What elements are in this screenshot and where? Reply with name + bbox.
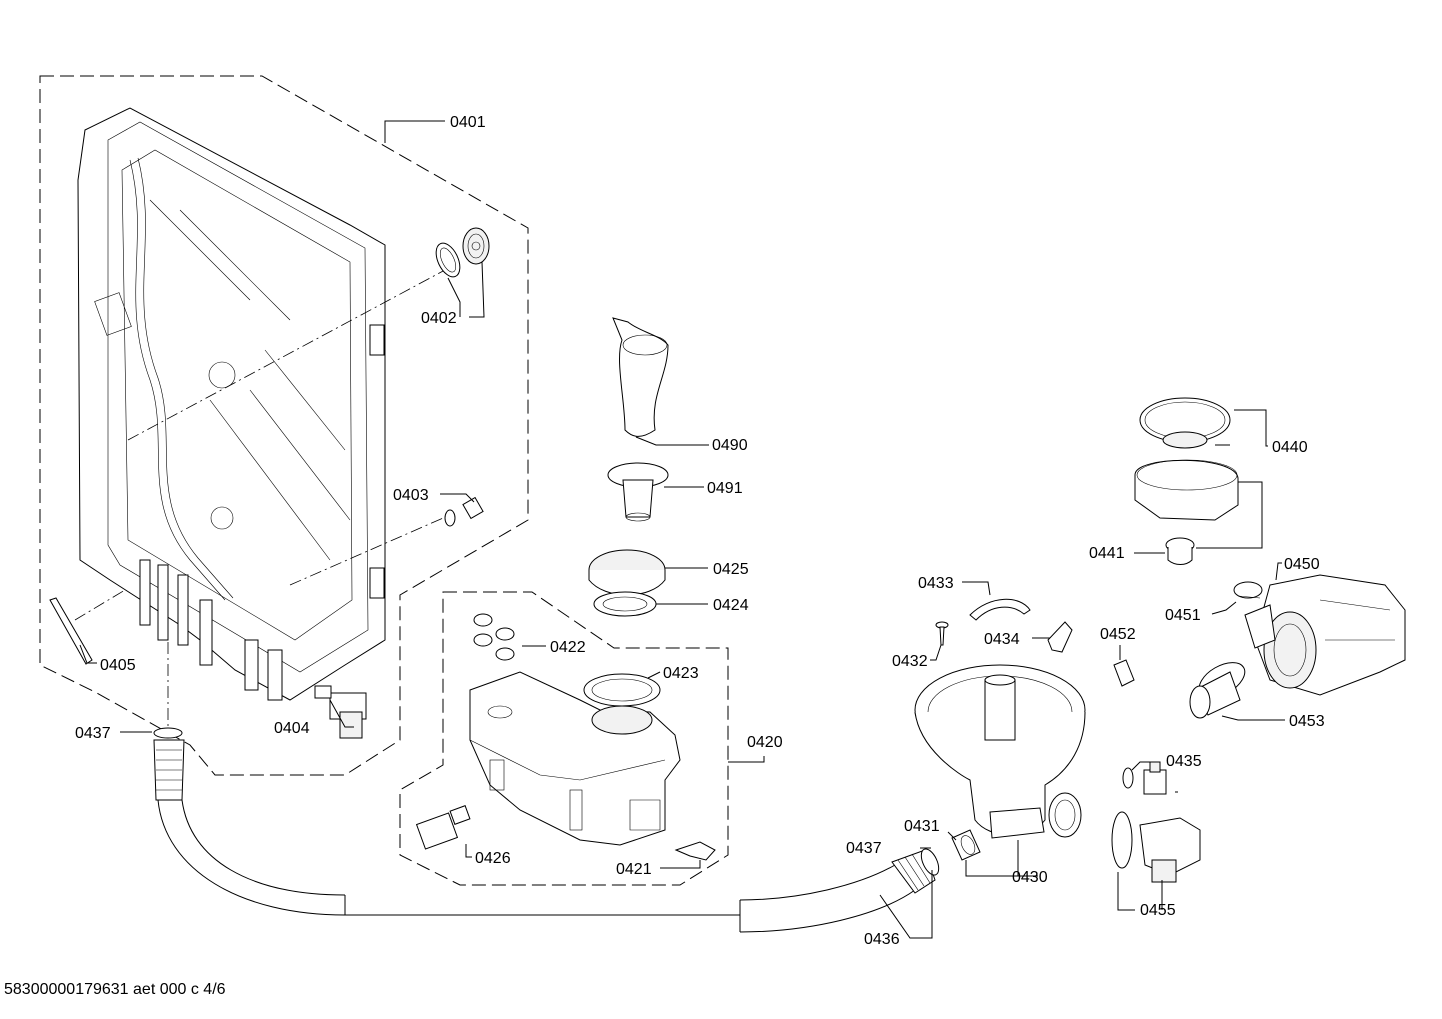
sump-0430 [914,664,1086,839]
part-labels: 0401 0402 0403 0404 0405 0420 0421 0422 … [75,114,1325,948]
drain-pump-0455 [1111,811,1201,883]
label-0452: 0452 [1100,626,1136,643]
label-0441: 0441 [1089,545,1125,562]
label-0433: 0433 [918,575,954,592]
nozzle-0491 [607,462,669,522]
label-0451: 0451 [1165,607,1201,624]
label-0430: 0430 [1012,869,1048,886]
clip-0405 [49,597,93,665]
label-0426: 0426 [475,850,511,867]
label-0490: 0490 [712,437,748,454]
label-0435: 0435 [1166,753,1202,770]
clip-0421 [674,841,716,861]
axis-line-0402 [127,269,446,441]
label-0402: 0402 [421,310,457,327]
drain-hose [153,727,940,933]
label-0421: 0421 [616,861,652,878]
leader-lines [79,120,1285,939]
axis-line-0405 [74,589,126,621]
label-0401: 0401 [450,114,486,131]
screw-0432 [935,621,949,646]
sensor-0435 [1122,761,1167,795]
orings-0422 [473,613,515,661]
document-reference: 58300000179631 aet 000 c 4/6 [4,981,226,998]
nut-0431 [951,829,981,861]
connector-0403 [444,496,484,527]
label-0405: 0405 [100,657,136,674]
valve-0426 [415,805,471,850]
cap-0425 [588,549,666,596]
cap-0402 [462,227,490,265]
label-0440: 0440 [1272,439,1308,456]
label-0425: 0425 [713,561,749,578]
label-0422: 0422 [550,639,586,656]
label-0437-right: 0437 [846,840,882,857]
label-0455: 0455 [1140,902,1176,919]
clamp-0451 [1233,581,1263,599]
label-0491: 0491 [707,480,743,497]
heat-pump-0450 [1244,574,1406,696]
label-0424: 0424 [713,597,749,614]
label-0403: 0403 [393,487,429,504]
arc-0433 [969,598,1031,621]
label-0436: 0436 [864,931,900,948]
label-0450: 0450 [1284,556,1320,573]
sensor-0441 [1165,537,1195,565]
label-0423: 0423 [663,665,699,682]
seal-ring-0402 [435,242,461,278]
ring-0424 [593,591,657,617]
part-0452 [1113,659,1135,687]
heater-housing-0440 [1134,397,1239,521]
label-0434: 0434 [984,631,1020,648]
door-panel [77,107,386,701]
oring-0423 [583,673,661,707]
axis-line-0403 [289,514,451,586]
label-0453: 0453 [1289,713,1325,730]
label-0420: 0420 [747,734,783,751]
label-0404: 0404 [274,720,310,737]
water-softener [469,671,681,846]
funnel-0490 [612,317,669,437]
label-0431: 0431 [904,818,940,835]
valve-0404 [314,685,367,739]
connector-0453 [1189,662,1246,719]
clip-0434 [1047,621,1073,653]
group-outline-0401 [39,75,529,776]
label-0432: 0432 [892,653,928,670]
label-0437-left: 0437 [75,725,111,742]
group-outline-0420 [399,591,729,886]
